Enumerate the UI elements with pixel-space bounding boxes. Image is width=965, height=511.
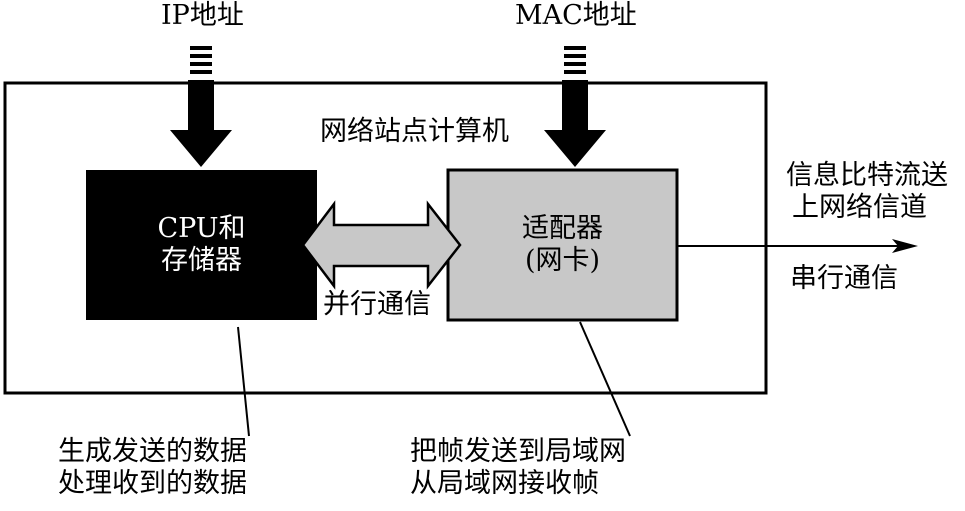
adapter-note-line2: 从局域网接收帧 <box>410 468 599 500</box>
computer-frame <box>3 81 768 395</box>
adapter-note-leader <box>579 321 631 437</box>
parallel-double-arrow <box>301 200 462 290</box>
adapter-label-line1: 适配器 <box>522 213 603 244</box>
adapter-label: 适配器 (网卡) <box>448 213 677 278</box>
cpu-note: 生成发送的数据 处理收到的数据 <box>58 436 247 501</box>
cpu-memory-label-line1: CPU和 <box>157 213 246 244</box>
parallel-communication-label: 并行通信 <box>323 289 431 320</box>
adapter-note-line1: 把帧发送到局域网 <box>410 436 626 467</box>
serial-output-arrowhead <box>892 239 918 253</box>
bitstream-label-line2: 上网络信道 <box>792 192 927 224</box>
cpu-note-leader <box>237 326 250 437</box>
cpu-note-line1: 生成发送的数据 <box>58 436 247 467</box>
mac-address-label: MAC地址 <box>515 0 637 31</box>
bitstream-label-line1: 信息比特流送 <box>786 160 948 191</box>
adapter-note: 把帧发送到局域网 从局域网接收帧 <box>410 436 626 501</box>
adapter-label-line2: (网卡) <box>524 245 601 277</box>
ip-input-arrow <box>170 46 232 167</box>
ip-address-label: IP地址 <box>161 0 244 31</box>
cpu-memory-label: CPU和 存储器 <box>86 213 317 278</box>
cpu-memory-block <box>86 170 317 320</box>
computer-label: 网络站点计算机 <box>320 116 509 147</box>
bitstream-label: 信息比特流送 上网络信道 <box>786 160 948 225</box>
mac-input-arrow <box>544 46 606 167</box>
cpu-note-line2: 处理收到的数据 <box>58 468 247 500</box>
serial-communication-label: 串行通信 <box>790 263 898 294</box>
cpu-memory-label-line2: 存储器 <box>161 245 242 277</box>
